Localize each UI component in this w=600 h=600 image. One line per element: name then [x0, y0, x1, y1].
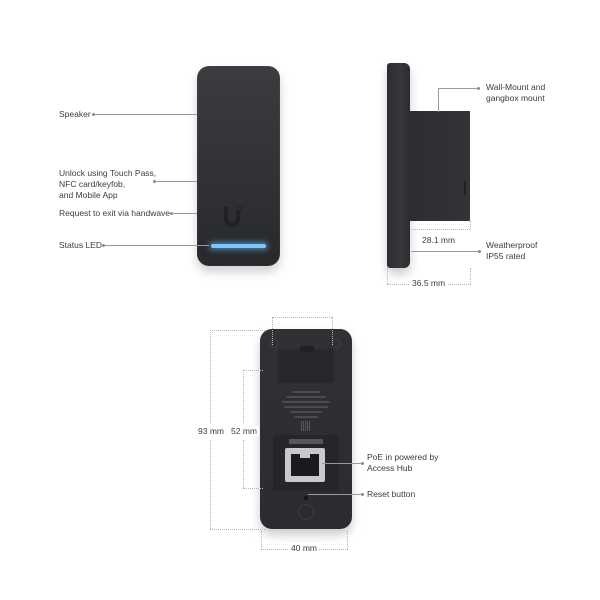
mount-hole	[270, 339, 279, 348]
speaker-leader-line	[94, 114, 197, 115]
reset-label: Reset button	[367, 489, 416, 499]
rj45-port	[285, 448, 325, 482]
callout-dot	[478, 250, 481, 253]
reset-button	[304, 496, 308, 500]
status-led-label: Status LED	[59, 240, 102, 250]
callout-dot	[102, 244, 105, 247]
height-total-dimension: 93 mm	[196, 426, 226, 436]
request-exit-leader-line	[172, 213, 197, 214]
callout-dot	[361, 493, 364, 496]
side-mount-plate	[387, 63, 410, 268]
mount-hole	[332, 339, 341, 348]
depth-total-dimension: 36.5 mm	[410, 278, 448, 288]
callout-dot	[477, 87, 480, 90]
depth-body-dimension: 28.1 mm	[420, 235, 458, 245]
poe-leader-line	[322, 463, 362, 464]
wall-mount-leader-v	[438, 88, 439, 112]
weatherproof-label: Weatherproof IP55 rated	[486, 240, 538, 261]
status-led-leader-line	[104, 245, 209, 246]
callout-dot	[153, 180, 156, 183]
wall-mount-leader-h	[438, 88, 478, 89]
front-device	[197, 66, 280, 266]
speaker-label: Speaker	[59, 109, 91, 119]
screw-hole	[298, 504, 314, 520]
side-device-body	[410, 111, 470, 221]
callout-dot	[361, 462, 364, 465]
status-led	[211, 244, 266, 248]
unlock-label: Unlock using Touch Pass, NFC card/keyfob…	[59, 168, 157, 200]
unlock-leader-line	[155, 181, 197, 182]
width-dimension: 40 mm	[289, 543, 319, 553]
callout-dot	[92, 113, 95, 116]
qr-code	[301, 421, 311, 431]
reset-leader-line	[308, 494, 362, 495]
height-inner-dimension: 52 mm	[229, 426, 259, 436]
callout-dot	[170, 212, 173, 215]
mount-slot	[278, 349, 334, 383]
wall-mount-label: Wall-Mount and gangbox mount	[486, 82, 546, 103]
request-exit-label: Request to exit via handwave	[59, 208, 171, 218]
weatherproof-leader-line	[411, 251, 479, 252]
poe-label: PoE in powered by Access Hub	[367, 452, 439, 473]
unifi-logo-icon	[224, 206, 242, 227]
back-device	[260, 329, 352, 529]
